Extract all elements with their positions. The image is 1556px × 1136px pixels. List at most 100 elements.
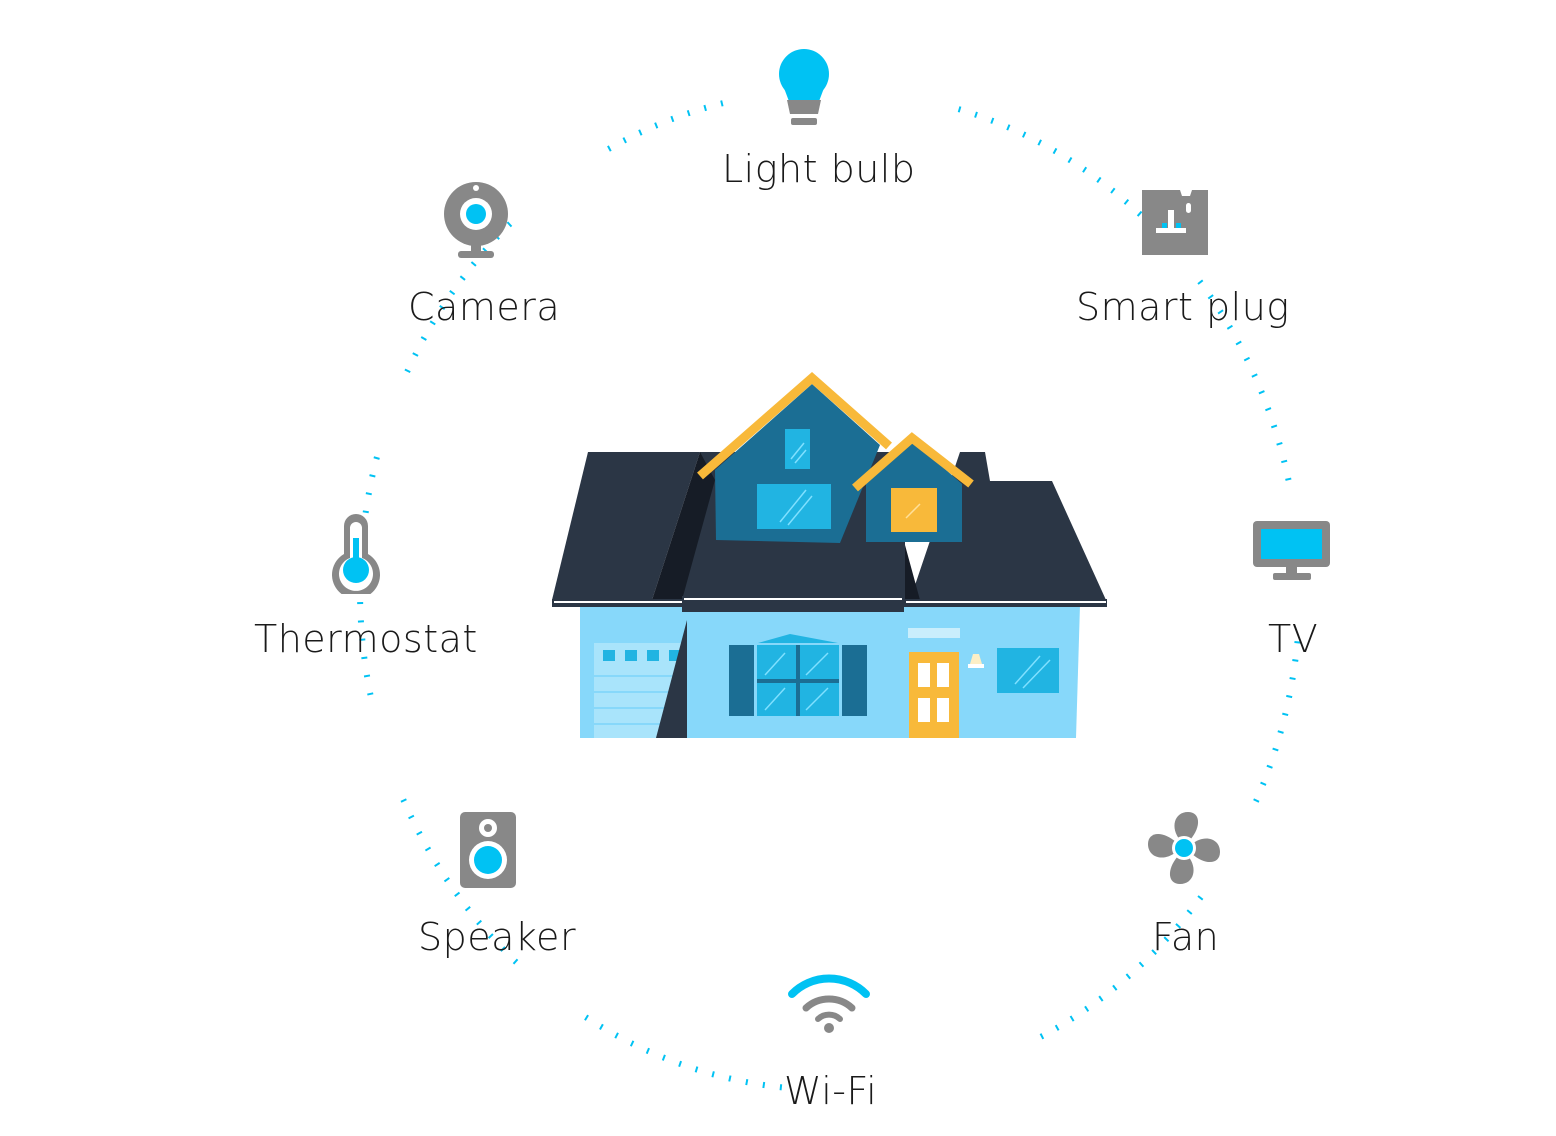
ring-dot: [363, 674, 371, 678]
ring-dot: [443, 877, 450, 883]
ring-dot: [487, 933, 494, 939]
ring-dot: [1281, 459, 1288, 464]
ring-dot: [1276, 441, 1283, 446]
tv-icon: [1253, 521, 1330, 580]
ring-dot: [476, 919, 482, 926]
ring-dot: [400, 798, 407, 803]
ring-dot: [1163, 936, 1170, 943]
wifi-icon: [788, 974, 870, 1033]
ring-dot: [1039, 1033, 1045, 1040]
ring-dot: [678, 1060, 682, 1068]
ring-dot: [1207, 294, 1214, 300]
ring-dot: [1226, 324, 1233, 330]
ring-dot: [424, 846, 432, 852]
ring-dot: [439, 304, 446, 311]
ring-dot: [1006, 124, 1011, 131]
ring-dot: [1294, 640, 1301, 644]
ring-dot: [607, 145, 612, 152]
ring-dot: [470, 261, 477, 267]
ring-dot: [1125, 973, 1132, 980]
ring-dot: [1243, 356, 1251, 362]
ring-dot: [1270, 424, 1278, 429]
ring-dot: [974, 111, 978, 118]
ring-dot: [1054, 1024, 1060, 1031]
device-fan: [1142, 806, 1226, 890]
fan-icon: [1148, 812, 1220, 884]
ring-dot: [412, 352, 419, 357]
ring-dot: [1052, 147, 1058, 155]
ring-dot: [957, 106, 962, 113]
ring-dot: [661, 1054, 666, 1061]
label-tv: TV: [1268, 617, 1319, 661]
label-wifi: Wi-Fi: [784, 1069, 878, 1113]
ring-dot: [638, 129, 643, 136]
ring-dot: [500, 946, 506, 952]
ring-dot: [1251, 373, 1258, 378]
ring-dot: [1110, 187, 1116, 194]
ring-dot: [365, 492, 372, 496]
ring-dot: [686, 109, 691, 117]
ring-dot: [1082, 166, 1088, 173]
ring-dot: [1175, 923, 1182, 929]
ring-dot: [1282, 712, 1289, 717]
ring-dot: [420, 336, 427, 341]
ring-dot: [404, 368, 411, 374]
ring-dot: [1217, 309, 1224, 315]
ring-dot: [1260, 781, 1267, 786]
device-camera: [442, 182, 512, 262]
roof-left: [552, 452, 700, 600]
ring-dot: [622, 137, 627, 144]
ring-dot: [512, 958, 519, 965]
ring-dot: [1136, 210, 1143, 217]
ring-dot: [1186, 909, 1193, 915]
ring-dot: [1286, 694, 1293, 699]
ring-dot: [459, 275, 466, 281]
ring-dot: [654, 122, 659, 129]
label-fan: Fan: [1152, 915, 1220, 959]
ring-dot: [1235, 340, 1242, 346]
ring-dot: [599, 1023, 604, 1030]
device-wifi: [786, 972, 872, 1036]
ring-dot: [1151, 949, 1157, 955]
ring-dot: [373, 456, 380, 460]
ring-dot: [359, 638, 366, 641]
label-thermostat: Thermostat: [254, 617, 478, 661]
ring-dot: [1022, 131, 1027, 138]
ring-dot: [429, 320, 436, 326]
ring-dot: [506, 221, 513, 228]
smart-plug-icon: [1142, 190, 1208, 255]
ring-dot: [1197, 279, 1204, 285]
ring-dot: [670, 115, 675, 123]
light-bulb-icon: [779, 49, 829, 125]
label-camera: Camera: [408, 285, 561, 329]
camera-icon: [444, 182, 508, 258]
front-door: [909, 652, 959, 738]
ring-dot: [1258, 390, 1265, 395]
label-light-bulb: Light bulb: [722, 147, 916, 191]
ring-dot: [694, 1066, 699, 1073]
ring-dot: [645, 1047, 650, 1055]
speaker-icon: [460, 812, 516, 888]
device-thermostat: [326, 510, 386, 599]
ring-dot: [990, 117, 995, 124]
device-tv: [1252, 520, 1332, 584]
label-smart-plug: Smart plug: [1076, 285, 1290, 329]
device-smart-plug: [1142, 188, 1210, 256]
ring-dot: [362, 510, 369, 514]
ring-dot: [367, 692, 374, 696]
ring-dot: [1123, 199, 1130, 205]
ring-dot: [720, 100, 724, 107]
ring-dot: [1112, 984, 1118, 991]
ring-dot: [408, 814, 415, 820]
ring-dot: [1272, 747, 1279, 752]
ring-dot: [1069, 1015, 1075, 1022]
ring-dot: [745, 1078, 749, 1086]
ring-dot: [1292, 659, 1299, 662]
device-speaker: [458, 810, 518, 890]
ring-dot: [614, 1032, 619, 1039]
ring-dot: [1266, 764, 1273, 769]
ring-dot: [361, 656, 368, 660]
ring-dot: [1265, 407, 1272, 412]
